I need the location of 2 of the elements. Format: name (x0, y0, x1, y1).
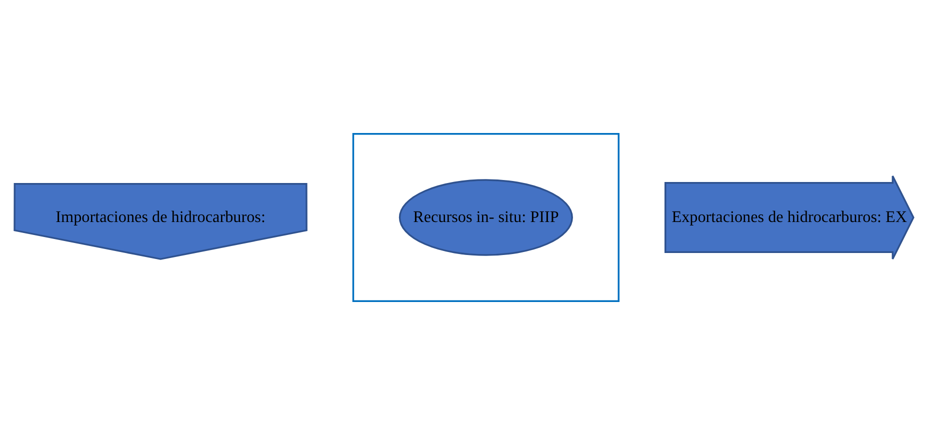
cluster (352, 132, 619, 302)
node-ellipse: Recursos in- situ: PIIP (398, 178, 572, 256)
